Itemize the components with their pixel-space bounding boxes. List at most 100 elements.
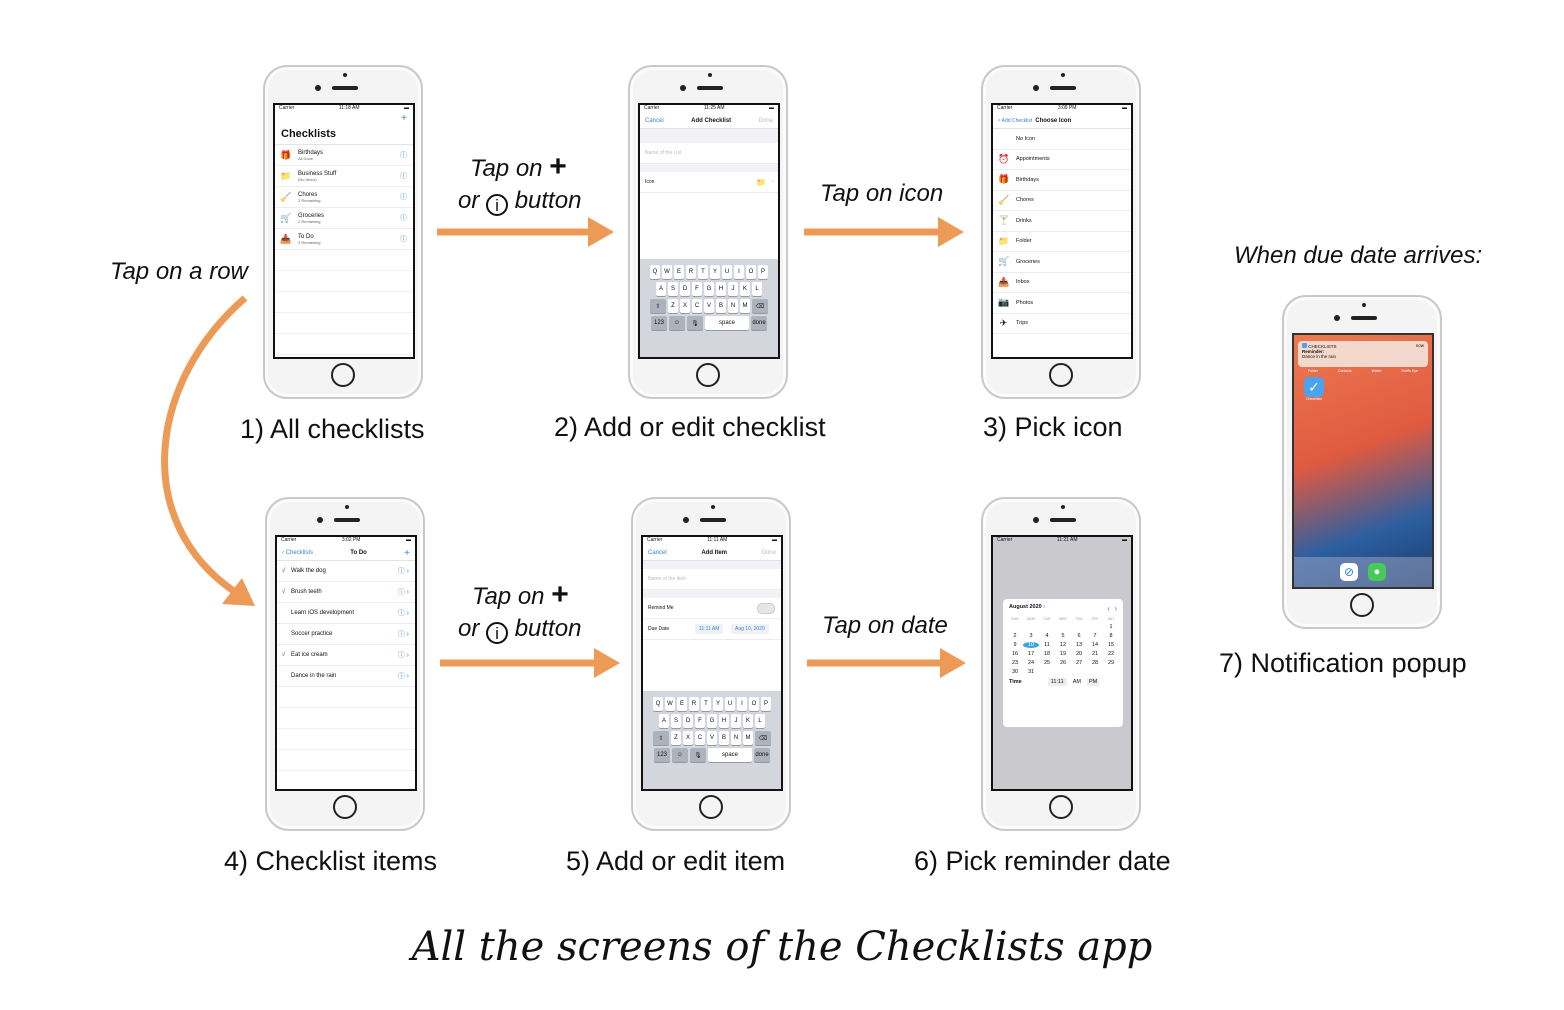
home-button[interactable]	[696, 363, 720, 387]
calendar-day[interactable]: 5	[1061, 633, 1065, 639]
icon-option[interactable]: No Icon	[993, 129, 1131, 150]
icon-option[interactable]: 🍸Drinks	[993, 211, 1131, 232]
info-icon[interactable]: ⓘ	[400, 236, 407, 243]
keyboard-key[interactable]: M	[743, 731, 753, 745]
keyboard-key[interactable]: U	[722, 265, 732, 279]
calendar-day[interactable]: 20	[1075, 651, 1083, 657]
info-icon[interactable]: ⓘ	[400, 194, 407, 201]
keyboard-key[interactable]: Q	[650, 265, 660, 279]
keyboard-key[interactable]: U	[725, 697, 735, 711]
calendar-day[interactable]: 2	[1013, 633, 1017, 639]
keyboard-key[interactable]: Y	[713, 697, 723, 711]
keyboard-key[interactable]: K	[740, 282, 750, 296]
calendar-day[interactable]: 14	[1091, 642, 1099, 648]
numbers-key[interactable]: 123	[651, 316, 667, 330]
emoji-key[interactable]: ☺	[672, 748, 688, 762]
calendar-day-selected[interactable]: 10	[1023, 642, 1039, 648]
home-button[interactable]	[1049, 795, 1073, 819]
folder-icon[interactable]: 📁	[756, 177, 766, 187]
calendar-day[interactable]: 11	[1044, 642, 1050, 648]
calendar-day[interactable]: 4	[1045, 633, 1049, 639]
info-icon[interactable]: ⓘ	[400, 215, 407, 222]
keyboard-key[interactable]: I	[734, 265, 744, 279]
add-button[interactable]: +	[401, 113, 407, 124]
space-key[interactable]: space	[708, 748, 752, 762]
checklists-app-button[interactable]: ✓ Checklists	[1304, 377, 1324, 401]
keyboard-key[interactable]: A	[659, 714, 669, 728]
mic-icon[interactable]: 🎙	[690, 748, 706, 762]
keyboard-key[interactable]: J	[728, 282, 738, 296]
info-icon[interactable]: ⓘ ›	[397, 589, 409, 596]
home-button[interactable]	[333, 795, 357, 819]
emoji-key[interactable]: ☺	[669, 316, 685, 330]
keyboard-key[interactable]: S	[668, 282, 678, 296]
home-button[interactable]	[331, 363, 355, 387]
pm-toggle[interactable]: PM	[1086, 678, 1100, 686]
info-icon[interactable]: ⓘ	[400, 173, 407, 180]
calendar-day[interactable]: 31	[1027, 669, 1035, 675]
keyboard-key[interactable]: E	[677, 697, 687, 711]
keyboard-key[interactable]: Q	[653, 697, 663, 711]
keyboard-key[interactable]: R	[686, 265, 696, 279]
month-nav[interactable]: ‹ ›	[1107, 604, 1117, 613]
icon-option[interactable]: ✈Trips	[993, 314, 1131, 334]
calendar-day[interactable]: 15	[1107, 642, 1115, 648]
keyboard-key[interactable]: W	[665, 697, 675, 711]
calendar-day[interactable]: 30	[1011, 669, 1019, 675]
calendar-day[interactable]: 17	[1027, 651, 1035, 657]
keyboard-key[interactable]: H	[716, 282, 726, 296]
keyboard-key[interactable]: X	[680, 299, 690, 313]
icon-option[interactable]: 📷Photos	[993, 293, 1131, 314]
home-button[interactable]	[699, 795, 723, 819]
keyboard-key[interactable]: L	[752, 282, 762, 296]
keyboard-key[interactable]: C	[695, 731, 705, 745]
shift-key[interactable]: ⇧	[653, 731, 669, 745]
icon-option[interactable]: ⏰Appointments	[993, 150, 1131, 170]
safari-icon[interactable]: ⊘	[1340, 563, 1358, 581]
keyboard-key[interactable]: Z	[668, 299, 678, 313]
keyboard-key[interactable]: T	[698, 265, 708, 279]
calendar-day[interactable]: 24	[1027, 660, 1035, 666]
time-value[interactable]: 11:11	[1047, 678, 1067, 686]
calendar-day[interactable]: 1	[1109, 624, 1113, 630]
keyboard-key[interactable]: T	[701, 697, 711, 711]
cancel-button[interactable]: Cancel	[645, 118, 664, 124]
keyboard-key[interactable]: D	[680, 282, 690, 296]
keyboard-key[interactable]: O	[749, 697, 759, 711]
back-button[interactable]: ‹ Checklists	[282, 550, 314, 556]
info-icon[interactable]: ⓘ ›	[397, 673, 409, 680]
keyboard-key[interactable]: N	[728, 299, 738, 313]
info-icon[interactable]: ⓘ ›	[397, 568, 409, 575]
done-button[interactable]: Done	[761, 550, 776, 556]
info-icon[interactable]: ⓘ	[400, 152, 407, 159]
keyboard-key[interactable]: F	[695, 714, 705, 728]
keyboard-key[interactable]: V	[707, 731, 717, 745]
icon-option[interactable]: 📥Inbox	[993, 273, 1131, 293]
info-icon[interactable]: ⓘ ›	[397, 631, 409, 638]
calendar-day[interactable]: 9	[1013, 642, 1017, 648]
icon-option[interactable]: 🎁Birthdays	[993, 170, 1131, 191]
keyboard-key[interactable]: E	[674, 265, 684, 279]
keyboard-key[interactable]: B	[719, 731, 729, 745]
calendar-day[interactable]: 22	[1107, 651, 1115, 657]
calendar-day[interactable]: 7	[1093, 633, 1097, 639]
keyboard-key[interactable]: N	[731, 731, 741, 745]
calendar-day[interactable]: 3	[1029, 633, 1033, 639]
calendar-day[interactable]: 29	[1107, 660, 1115, 666]
calendar-day[interactable]: 18	[1043, 651, 1051, 657]
calendar-day[interactable]: 28	[1091, 660, 1099, 666]
keyboard-key[interactable]: F	[692, 282, 702, 296]
calendar-day[interactable]: 19	[1059, 651, 1067, 657]
keyboard-key[interactable]: O	[746, 265, 756, 279]
keyboard-key[interactable]: R	[689, 697, 699, 711]
item-name-input[interactable]: Name of the item	[648, 576, 687, 582]
delete-key[interactable]: ⌫	[755, 731, 771, 745]
keyboard-key[interactable]: I	[737, 697, 747, 711]
